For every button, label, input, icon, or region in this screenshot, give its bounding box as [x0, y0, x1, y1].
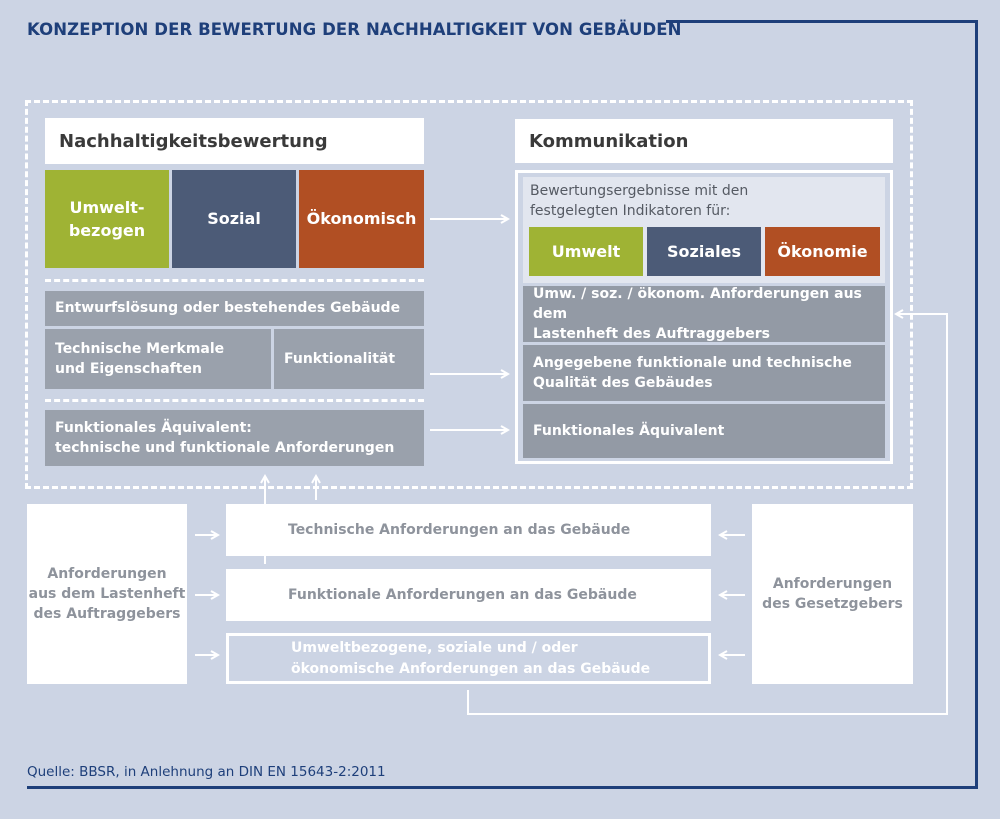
indicators-intro-text: Bewertungsergebnisse mit den festgelegte… [530, 183, 749, 220]
entwurf-box: Entwurfslösung oder bestehendes Gebäude [45, 291, 424, 326]
funktionalitaet-box: Funktionalität [274, 329, 424, 389]
left-dashed-divider-2 [45, 399, 424, 402]
right-row-lastenheft: Umw. / soz. / ökonom. Anforderungen aus … [523, 286, 885, 342]
right-row-qualitaet: Angegebene funktionale und technische Qu… [523, 345, 885, 401]
legislator-requirements-box: Anforderungen des Gesetzgebers [752, 504, 913, 684]
req-funktionale: Funktionale Anforderungen an das Gebäude [226, 569, 711, 621]
left-dashed-divider-1 [45, 279, 424, 282]
source-note: Quelle: BBSR, in Anlehnung an DIN EN 156… [27, 764, 386, 780]
req-technische: Technische Anforderungen an das Gebäude [226, 504, 711, 556]
left-panel-header: Nachhaltigkeitsbewertung [45, 118, 424, 164]
frame-bottom-line [27, 786, 978, 789]
indicator-umwelt: Umwelt [529, 227, 643, 276]
right-panel-header: Kommunikation [515, 119, 893, 163]
feedback-loop-to-lastenheft [467, 314, 948, 715]
right-row-aequivalent: Funktionales Äquivalent [523, 404, 885, 458]
funktionales-aequivalent-box: Funktionales Äquivalent: technische und … [45, 410, 424, 466]
assessment-dashed-container [25, 100, 913, 489]
pillar-umweltbezogen: Umwelt- bezogen [45, 170, 169, 268]
indicator-soziales: Soziales [647, 227, 761, 276]
frame-right-line [975, 20, 978, 789]
page-title: KONZEPTION DER BEWERTUNG DER NACHHALTIGK… [27, 20, 682, 39]
frame-top-line [666, 20, 978, 23]
indicator-oekonomie: Ökonomie [765, 227, 880, 276]
client-requirements-box: Anforderungen aus dem Lastenheft des Auf… [27, 504, 187, 684]
pillar-sozial: Sozial [172, 170, 296, 268]
pillar-oekonomisch: Ökonomisch [299, 170, 424, 268]
req-umweltbezogene: Umweltbezogene, soziale und / oder ökono… [226, 633, 711, 684]
technische-merkmale-box: Technische Merkmale und Eigenschaften [45, 329, 271, 389]
